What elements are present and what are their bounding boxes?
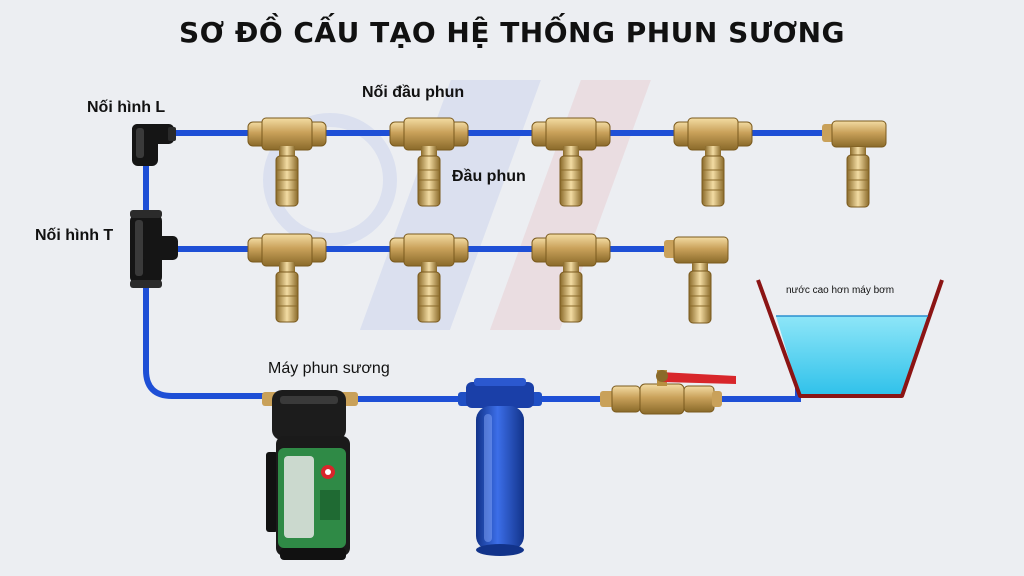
end-fitting	[664, 236, 729, 271]
water-filter	[458, 378, 542, 556]
nozzle-connector	[531, 117, 611, 156]
nozzle	[417, 155, 441, 207]
nozzle	[559, 271, 583, 323]
valve-handle	[660, 372, 736, 384]
nozzle-connector	[389, 117, 469, 156]
nozzle	[275, 271, 299, 323]
nozzle-connector	[247, 233, 327, 272]
nozzle	[701, 155, 725, 207]
page-title: SƠ ĐỒ CẤU TẠO HỆ THỐNG PHUN SƯƠNG	[178, 16, 846, 49]
water-tank	[756, 279, 944, 398]
nozzle	[688, 270, 712, 324]
label-tank-note: nước cao hơn máy bơm	[786, 285, 895, 296]
end-fitting	[822, 120, 887, 155]
label-l-connector: Nối hình L	[87, 99, 166, 116]
middle-row-fittings	[247, 233, 729, 324]
mist-pump	[262, 390, 358, 560]
nozzle-connector	[247, 117, 327, 156]
label-t-connector: Nối hình T	[35, 227, 114, 244]
nozzle	[846, 154, 870, 208]
label-nozzle: Đầu phun	[452, 168, 526, 185]
pipe-riser-lower	[143, 277, 273, 399]
watermark	[263, 80, 651, 330]
pipe-valve-to-tank	[717, 382, 801, 402]
label-nozzle-connector: Nối đầu phun	[362, 84, 465, 101]
nozzle-connector	[673, 117, 753, 156]
nozzle	[275, 155, 299, 207]
tank-outline	[756, 279, 944, 398]
nozzle	[559, 155, 583, 207]
nozzle-connector	[531, 233, 611, 272]
ball-valve	[600, 370, 736, 415]
l-connector	[132, 124, 176, 166]
label-pump: Máy phun sương	[268, 360, 390, 377]
top-row-fittings	[247, 117, 887, 208]
nozzle-connector	[389, 233, 469, 272]
t-connector	[130, 210, 178, 288]
nozzle	[417, 271, 441, 323]
